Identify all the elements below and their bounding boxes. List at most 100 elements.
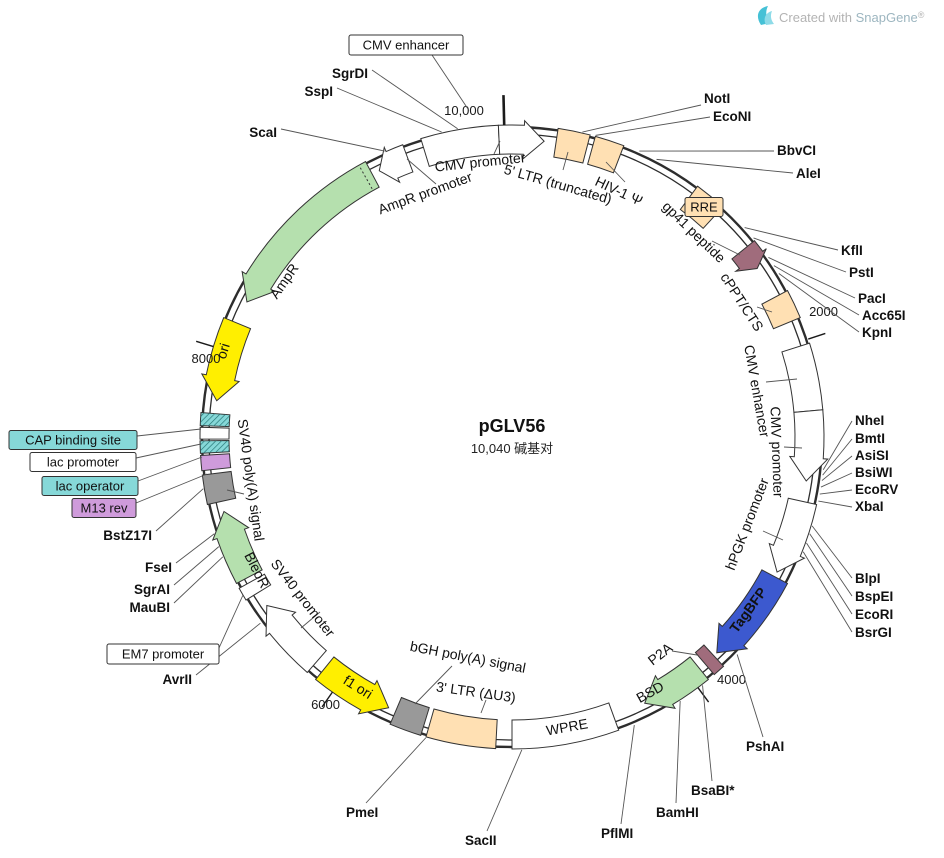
feature-sv40-promoter[interactable] xyxy=(265,604,328,674)
feature-sv40-poly-a-signal[interactable] xyxy=(201,470,237,506)
enzyme-label-asisi[interactable]: AsiSI xyxy=(855,448,889,463)
enzyme-label-acc65i[interactable]: Acc65I xyxy=(862,308,906,323)
enzyme-label-paci[interactable]: PacI xyxy=(858,291,886,306)
feature-label-ori[interactable]: ori xyxy=(213,341,233,361)
enzyme-label-bspei[interactable]: BspEI xyxy=(855,589,893,604)
feature-label-leader-5 xyxy=(765,378,798,383)
enzyme-label-bsabi[interactable]: BsaBI* xyxy=(691,783,735,798)
boxed-label-em7-promoter[interactable] xyxy=(106,643,220,665)
enzyme-label-psti[interactable]: PstI xyxy=(849,265,874,280)
feature-label-leader-1 xyxy=(562,151,569,171)
feature-ori[interactable] xyxy=(200,316,252,402)
enzyme-label-maubi[interactable]: MauBI xyxy=(130,600,171,615)
enzyme-label-bmti[interactable]: BmtI xyxy=(855,431,885,446)
boxed-label-text-cap-binding-site: CAP binding site xyxy=(25,433,121,448)
tick-label-6000: 6000 xyxy=(311,697,340,712)
feature-lac-promoter[interactable] xyxy=(199,426,230,440)
leader-line-bsiwi xyxy=(820,472,853,488)
tick-8000 xyxy=(195,340,214,348)
enzyme-label-pshai[interactable]: PshAI xyxy=(746,739,784,754)
enzyme-label-bsrgi[interactable]: BsrGI xyxy=(855,625,892,640)
enzyme-label-bsiwi[interactable]: BsiWI xyxy=(855,465,893,480)
enzyme-label-xbai[interactable]: XbaI xyxy=(855,499,884,514)
boxed-label-rre[interactable] xyxy=(684,197,724,217)
feature-ampr-promoter[interactable] xyxy=(378,144,414,184)
feature-cmv-enhancer[interactable] xyxy=(781,342,824,413)
feature-label-hpgk-promoter[interactable]: hPGK promoter xyxy=(722,475,772,572)
enzyme-label-noti[interactable]: NotI xyxy=(704,91,730,106)
boxed-label-lac-promoter[interactable] xyxy=(29,452,137,472)
enzyme-label-kfli[interactable]: KflI xyxy=(841,243,863,258)
boxed-label-lac-operator[interactable] xyxy=(41,476,139,496)
enzyme-label-bstz17i[interactable]: BstZ17I xyxy=(103,528,152,543)
leader-line-lac-promoter xyxy=(135,443,202,459)
boxed-label-cmv-enhancer[interactable] xyxy=(348,34,464,56)
enzyme-label-ecorv[interactable]: EcoRV xyxy=(855,482,898,497)
enzyme-label-pflmi[interactable]: PflMI xyxy=(601,826,633,841)
feature-label-3-ltr-u3[interactable]: 3' LTR (ΔU3) xyxy=(435,678,517,705)
feature-gp41-peptide[interactable] xyxy=(731,239,767,272)
leader-line-kpni xyxy=(778,273,860,333)
feature-m13-rev[interactable] xyxy=(200,453,232,472)
boxed-label-text-rre: RRE xyxy=(690,200,718,215)
enzyme-label-ecori[interactable]: EcoRI xyxy=(855,607,893,622)
tick-10-000 xyxy=(502,95,506,126)
enzyme-label-sgrai[interactable]: SgrAI xyxy=(134,582,170,597)
enzyme-label-econi[interactable]: EcoNI xyxy=(713,109,751,124)
feature-bleor[interactable] xyxy=(211,510,263,585)
feature-bgh-poly-a-signal[interactable] xyxy=(389,696,430,736)
enzyme-label-bbvci[interactable]: BbvCI xyxy=(777,143,816,158)
leader-line-em7-promoter xyxy=(218,594,244,649)
feature-label-wpre[interactable]: WPRE xyxy=(545,715,589,738)
feature-hpgk-promoter[interactable] xyxy=(768,497,818,573)
enzyme-label-sspi[interactable]: SspI xyxy=(304,84,333,99)
feature-ampr[interactable] xyxy=(241,160,380,303)
leader-line-asisi xyxy=(821,455,853,481)
feature-5-ltr-truncated[interactable] xyxy=(553,127,591,164)
feature-3-ltr-delta-u3[interactable] xyxy=(425,708,498,750)
feature-f1-ori[interactable] xyxy=(314,656,390,715)
feature-label-bgh-poly-a-signal[interactable]: bGH poly(A) signal xyxy=(409,638,527,676)
feature-tagbfp[interactable] xyxy=(716,569,789,654)
feature-hiv-1-psi[interactable] xyxy=(587,135,625,174)
feature-em7-promoter[interactable] xyxy=(238,573,272,601)
feature-label-leader-0 xyxy=(493,140,501,155)
feature-cmv-promoter[interactable] xyxy=(788,409,829,482)
boxed-label-m13-rev[interactable] xyxy=(71,498,137,518)
feature-label-leader-3 xyxy=(711,240,741,256)
enzyme-label-pmei[interactable]: PmeI xyxy=(346,805,378,820)
enzyme-label-blpi[interactable]: BlpI xyxy=(855,571,881,586)
leader-line-scai xyxy=(280,128,385,152)
enzyme-label-kpni[interactable]: KpnI xyxy=(862,325,892,340)
leader-line-bspei xyxy=(809,533,853,597)
feature-cppt-cts[interactable] xyxy=(761,289,801,330)
feature-cmv-promoter[interactable] xyxy=(497,119,545,160)
enzyme-label-fsei[interactable]: FseI xyxy=(145,560,172,575)
boxed-label-cap-binding-site[interactable] xyxy=(8,430,138,450)
leader-line-xbai xyxy=(818,500,853,508)
boxed-label-text-cmv-enhancer: CMV enhancer xyxy=(363,38,450,53)
feature-label-p2a[interactable]: P2A xyxy=(645,639,676,668)
feature-bsd[interactable] xyxy=(644,656,710,709)
leader-line-sacii xyxy=(486,749,523,832)
enzyme-label-scai[interactable]: ScaI xyxy=(249,125,277,140)
leader-line-sgrdi xyxy=(371,69,458,130)
enzyme-label-sacii[interactable]: SacII xyxy=(465,833,497,848)
enzyme-label-alei[interactable]: AleI xyxy=(796,166,821,181)
feature-label-leader-9 xyxy=(414,665,453,705)
feature-label-cmv-promoter[interactable]: CMV promoter xyxy=(768,406,787,498)
tick-6000 xyxy=(321,691,333,708)
enzyme-label-bamhi[interactable]: BamHI xyxy=(656,805,699,820)
feature-wpre[interactable] xyxy=(511,702,620,750)
feature-label-cppt-cts[interactable]: cPPT/CTS xyxy=(717,270,766,334)
enzyme-label-sgrdi[interactable]: SgrDI xyxy=(332,66,368,81)
plasmid-size: 10,040 碱基对 xyxy=(471,441,553,456)
leader-line-nhei xyxy=(822,420,853,470)
enzyme-label-nhei[interactable]: NheI xyxy=(855,413,884,428)
enzyme-label-avrii[interactable]: AvrII xyxy=(162,672,192,687)
leader-line-bstz17i xyxy=(155,488,204,532)
feature-p2a[interactable] xyxy=(694,644,725,676)
leader-line-pflmi xyxy=(620,725,635,825)
credit-text: Created with SnapGene® xyxy=(779,10,925,25)
